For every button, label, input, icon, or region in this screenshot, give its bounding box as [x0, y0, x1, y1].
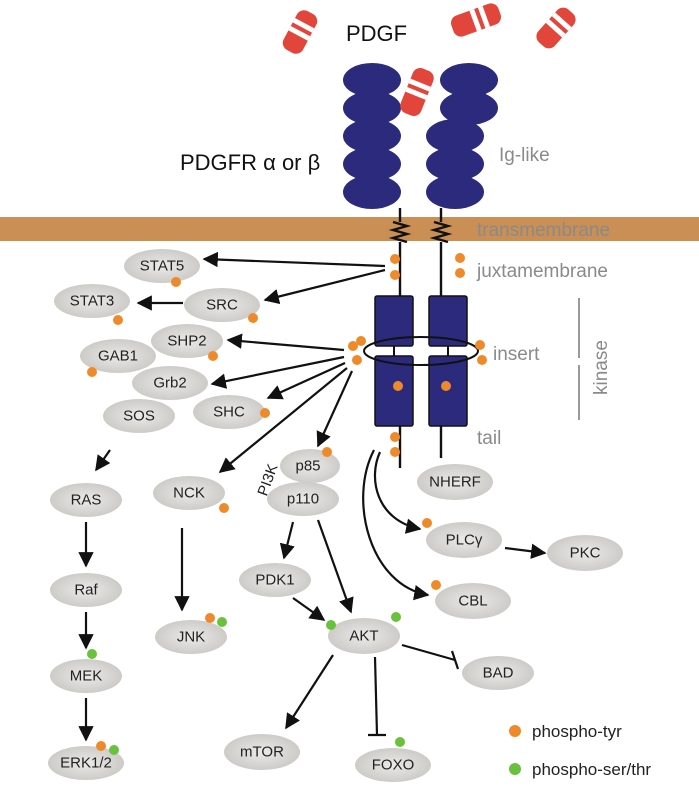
svg-text:STAT5: STAT5	[140, 258, 184, 275]
node-pdk1: PDK1	[239, 563, 311, 597]
signaling-arrows	[78, 251, 547, 742]
receptor-phospho-tyr-sites	[348, 253, 487, 457]
region-ig-like: Ig-like	[499, 145, 550, 166]
node-bad: BAD	[462, 656, 534, 690]
svg-text:GAB1: GAB1	[98, 348, 138, 365]
pdgf-ligand-1	[282, 10, 318, 54]
node-gab1: GAB1	[80, 339, 156, 377]
arrow-to-grb2	[210, 355, 345, 389]
pdgf-ligand-2	[450, 3, 502, 37]
node-shp2: SHP2	[151, 324, 223, 361]
arrow-pdk1-akt	[292, 597, 326, 621]
svg-text:PKC: PKC	[570, 545, 601, 562]
legend-sert-label: phospho-ser/thr	[532, 760, 651, 779]
receptor-label: PDGFR α or β	[180, 150, 320, 175]
region-kinase: kinase	[591, 340, 612, 395]
arrow-to-plcg	[373, 451, 422, 534]
node-akt: AKT	[326, 612, 401, 654]
node-p85: p85	[280, 447, 340, 483]
arrow-to-shc	[266, 361, 346, 400]
svg-text:Grb2: Grb2	[153, 375, 186, 392]
svg-text:SHP2: SHP2	[167, 333, 206, 350]
svg-text:MEK: MEK	[70, 668, 103, 685]
svg-text:NHERF: NHERF	[429, 474, 481, 491]
svg-text:JNK: JNK	[177, 629, 205, 646]
svg-text:AKT: AKT	[349, 628, 378, 645]
svg-text:CBL: CBL	[458, 593, 487, 610]
kinase-domains	[374, 295, 468, 427]
legend-sert-dot	[509, 763, 521, 775]
svg-text:BAD: BAD	[483, 665, 514, 682]
svg-text:PDK1: PDK1	[255, 572, 294, 589]
node-stat3: STAT3	[54, 284, 130, 325]
node-ras: RAS	[50, 483, 122, 517]
legend: phospho-tyr phospho-ser/thr	[509, 722, 651, 779]
receptor-left-ig	[343, 63, 401, 209]
svg-text:p110: p110	[287, 491, 319, 508]
arrow-akt-mtor	[285, 654, 334, 730]
node-stat5: STAT5	[124, 249, 200, 287]
legend-tyr-dot	[509, 725, 521, 737]
region-tail: tail	[477, 428, 501, 449]
svg-text:ERK1/2: ERK1/2	[60, 755, 112, 772]
region-insert: insert	[493, 344, 540, 365]
svg-text:SOS: SOS	[123, 408, 155, 425]
node-p110: p110	[267, 482, 339, 516]
svg-text:NCK: NCK	[173, 485, 205, 502]
svg-text:SRC: SRC	[206, 297, 238, 314]
receptor-tails	[398, 426, 443, 468]
arrow-p110-pdk1	[279, 521, 295, 560]
node-nck: NCK	[153, 476, 229, 513]
region-transmembrane: transmembrane	[477, 220, 610, 241]
legend-tyr-label: phospho-tyr	[532, 722, 622, 741]
node-plcg: PLCγ	[422, 518, 502, 558]
svg-text:mTOR: mTOR	[240, 744, 284, 761]
svg-text:RAS: RAS	[71, 492, 102, 509]
arrow-sos-ras	[95, 449, 111, 472]
node-jnk: JNK	[155, 613, 227, 654]
node-pkc: PKC	[547, 535, 623, 571]
node-foxo: FOXO	[355, 737, 431, 782]
transmembrane-left	[388, 208, 412, 296]
inhibition-lines	[368, 643, 460, 737]
svg-text:SHC: SHC	[213, 404, 245, 421]
node-mek: MEK	[50, 649, 122, 693]
arrow-plcg-pkc	[504, 543, 547, 559]
kinase-insert-links	[393, 346, 449, 356]
svg-text:STAT3: STAT3	[70, 293, 114, 310]
svg-text:Raf: Raf	[74, 582, 98, 599]
transmembrane-right	[429, 208, 453, 296]
node-mtor: mTOR	[224, 734, 300, 770]
arrow-to-nck	[218, 367, 348, 473]
cell-membrane	[0, 217, 699, 241]
node-shc: SHC	[193, 395, 270, 429]
bound-pdgf-ligand	[400, 68, 434, 116]
inhibit-akt-bad	[401, 643, 456, 662]
arrow-to-cbl	[362, 449, 430, 601]
pdgf-ligand-3	[536, 7, 576, 49]
kinase-insert-loop	[363, 336, 479, 366]
arrow-p110-akt	[316, 519, 354, 614]
arrow-to-src	[263, 268, 386, 305]
ligand-title: PDGF	[346, 21, 407, 46]
arrow-to-shp2	[226, 333, 345, 352]
node-nherf: NHERF	[417, 464, 493, 500]
node-grb2: Grb2	[132, 366, 208, 400]
receptor-right-ig	[426, 63, 498, 209]
svg-text:FOXO: FOXO	[372, 757, 415, 774]
svg-text:p85: p85	[295, 458, 320, 475]
node-cbl: CBL	[431, 580, 511, 619]
node-src: SRC	[184, 288, 260, 323]
inhibit-akt-foxo	[373, 656, 379, 736]
arrow-to-stat5	[202, 251, 386, 268]
node-erk: ERK1/2	[48, 741, 124, 780]
arrow-to-p85	[316, 370, 354, 448]
node-sos: SOS	[103, 399, 175, 433]
region-juxtamembrane: juxtamembrane	[476, 261, 608, 282]
svg-text:PLCγ: PLCγ	[446, 532, 483, 549]
node-raf: Raf	[50, 573, 122, 607]
